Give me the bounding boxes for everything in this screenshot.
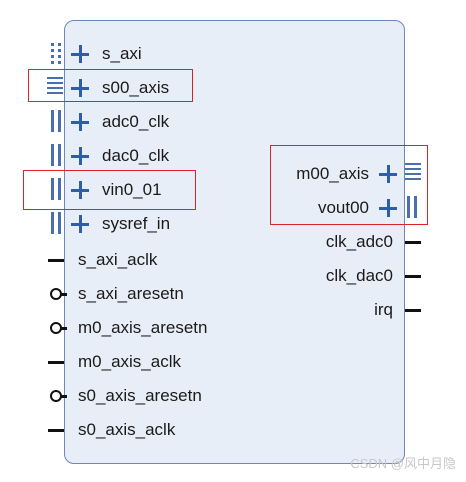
- expand-plus-icon[interactable]: [378, 164, 398, 184]
- expand-plus-icon[interactable]: [70, 214, 90, 234]
- bus-interface-icon: [407, 196, 421, 218]
- pin-label-m00-axis: m00_axis: [296, 164, 369, 183]
- wire-pin-icon[interactable]: [61, 327, 67, 330]
- ip-block[interactable]: [64, 20, 405, 464]
- bus-interface-icon: [51, 43, 65, 65]
- pin-label-s0-axis-aresetn: s0_axis_aresetn: [78, 386, 202, 405]
- pin-label-s-axi-aclk: s_axi_aclk: [78, 250, 158, 269]
- pin-label-clk-dac0: clk_dac0: [325, 266, 393, 285]
- expand-plus-icon[interactable]: [70, 146, 90, 166]
- wire-pin-icon[interactable]: [61, 293, 67, 296]
- pin-label-s0-axis-aclk: s0_axis_aclk: [78, 420, 176, 439]
- pin-label-s-axi: s_axi: [102, 44, 142, 63]
- pin-label-m0-axis-aclk: m0_axis_aclk: [78, 352, 181, 371]
- wire-pin-icon[interactable]: [48, 429, 64, 432]
- expand-plus-icon[interactable]: [70, 44, 90, 64]
- wire-pin-icon[interactable]: [405, 309, 421, 312]
- expand-plus-icon[interactable]: [378, 198, 398, 218]
- stream-interface-icon: [47, 76, 63, 98]
- wire-pin-icon[interactable]: [48, 259, 64, 262]
- bus-interface-icon: [51, 144, 65, 166]
- bus-interface-icon: [51, 110, 65, 132]
- wire-pin-icon[interactable]: [61, 395, 67, 398]
- pin-label-m0-axis-aresetn: m0_axis_aresetn: [78, 318, 208, 337]
- bus-interface-icon: [51, 178, 65, 200]
- pin-label-dac0-clk: dac0_clk: [102, 146, 170, 165]
- highlight-s00-axis: [28, 69, 193, 102]
- expand-plus-icon[interactable]: [70, 180, 90, 200]
- wire-pin-icon[interactable]: [405, 241, 421, 244]
- pin-label-sysref-in: sysref_in: [102, 214, 171, 233]
- stream-interface-icon: [405, 162, 421, 184]
- expand-plus-icon[interactable]: [70, 78, 90, 98]
- wire-pin-icon[interactable]: [405, 275, 421, 278]
- pin-label-vin0-01: vin0_01: [102, 180, 162, 199]
- bus-interface-icon: [51, 212, 65, 234]
- watermark: CSDN @风中月隐: [350, 456, 456, 471]
- pin-label-s00-axis: s00_axis: [102, 78, 170, 97]
- wire-pin-icon[interactable]: [48, 361, 64, 364]
- pin-label-s-axi-aresetn: s_axi_aresetn: [78, 284, 184, 303]
- highlight-vin0-01: [23, 170, 196, 210]
- pin-label-clk-adc0: clk_adc0: [325, 232, 393, 251]
- pin-label-irq: irq: [374, 300, 393, 319]
- pin-label-vout00: vout00: [317, 198, 369, 217]
- pin-label-adc0-clk: adc0_clk: [102, 112, 170, 131]
- highlight-right-bus-pins: [270, 145, 428, 225]
- expand-plus-icon[interactable]: [70, 112, 90, 132]
